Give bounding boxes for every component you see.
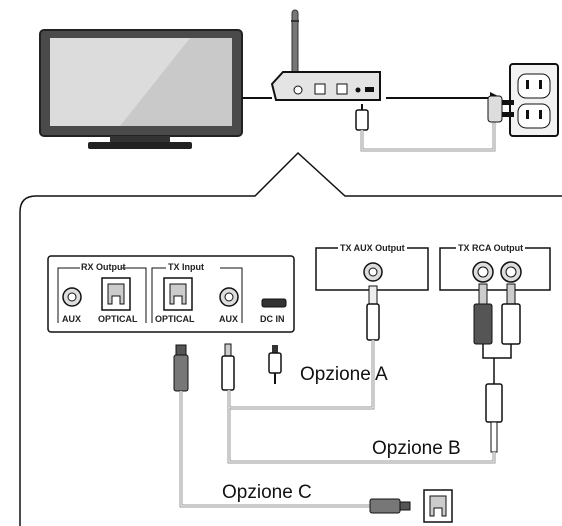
option-c-optical-port bbox=[423, 489, 453, 523]
tx-rca-output-box bbox=[439, 247, 551, 291]
dc-in-port bbox=[261, 298, 287, 308]
tx-rca-output-label: TX RCA Output bbox=[456, 243, 526, 253]
tx-optical-label: OPTICAL bbox=[155, 314, 195, 324]
aux-plug bbox=[221, 343, 235, 391]
zoom-callout-frame bbox=[19, 151, 562, 526]
transmitter-device bbox=[270, 9, 381, 101]
tx-aux-output-label: TX AUX Output bbox=[338, 243, 407, 253]
usb-plug bbox=[268, 345, 282, 384]
option-c-label: Opzione C bbox=[222, 482, 312, 503]
dc-in-label: DC IN bbox=[260, 314, 285, 324]
tx-optical-port bbox=[163, 277, 193, 311]
option-a-label: Opzione A bbox=[300, 364, 388, 385]
tx-aux-label: AUX bbox=[219, 314, 239, 324]
tx-input-label: TX Input bbox=[168, 262, 204, 272]
tv-illustration bbox=[39, 29, 243, 149]
rx-optical-label: OPTICAL bbox=[98, 314, 138, 324]
rx-aux-label: AUX bbox=[62, 314, 82, 324]
aux-output-plug bbox=[366, 285, 380, 341]
rx-optical-port bbox=[101, 277, 131, 311]
option-c-optical-plug bbox=[369, 498, 411, 514]
option-b-label: Opzione B bbox=[372, 438, 461, 459]
usb-power-cable bbox=[355, 104, 496, 152]
rx-output-label: RX Output bbox=[81, 262, 126, 272]
optical-plug bbox=[173, 344, 189, 392]
rca-cable bbox=[473, 283, 521, 453]
wall-outlet bbox=[487, 63, 559, 137]
